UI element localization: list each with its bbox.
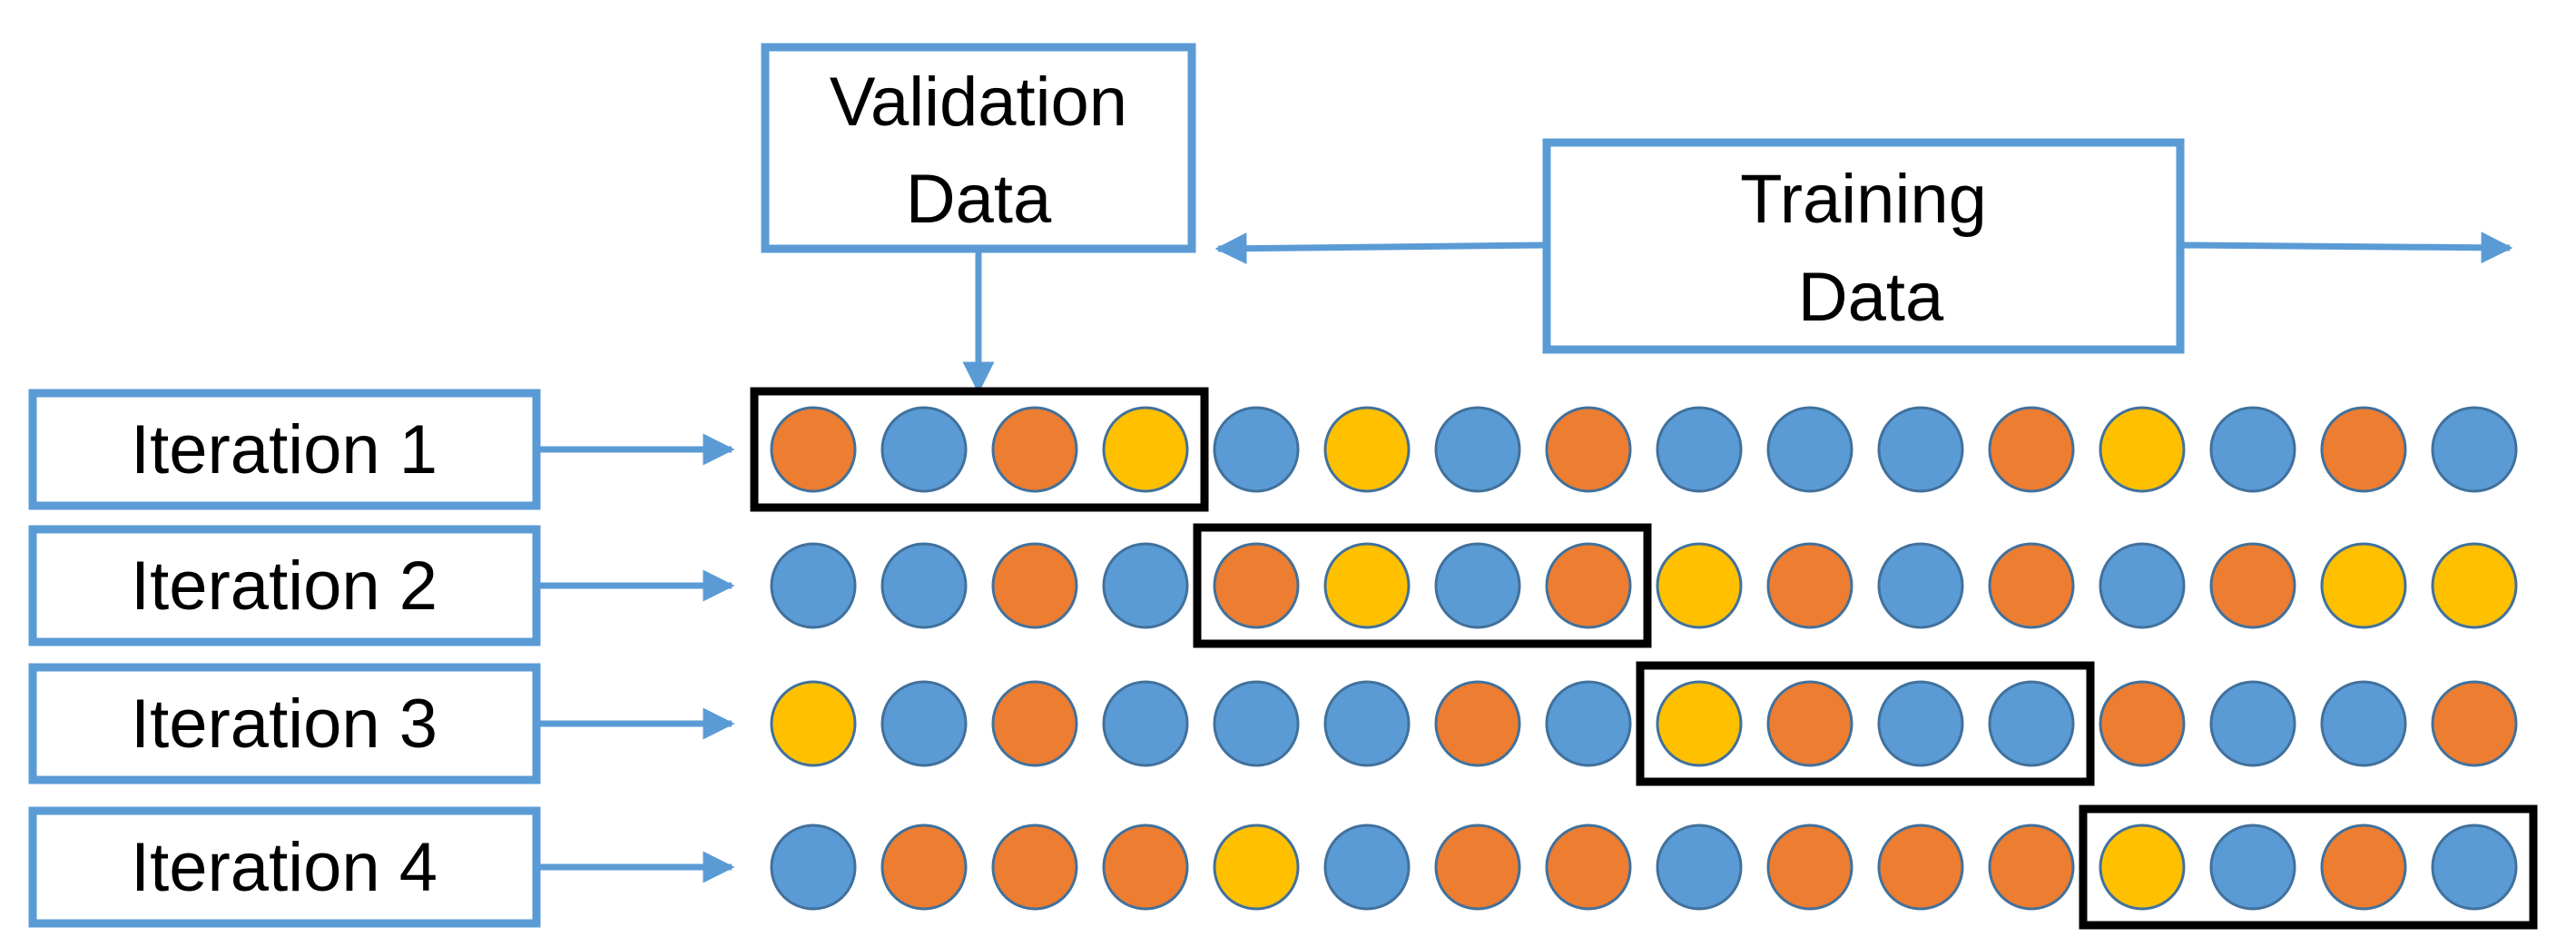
data-point-orange bbox=[770, 406, 857, 493]
data-point-blue bbox=[770, 542, 857, 629]
training-label-line1: Training bbox=[1740, 161, 1987, 238]
iteration-row: Iteration 3 bbox=[28, 661, 2518, 786]
data-point-orange bbox=[991, 406, 1078, 493]
data-point-orange bbox=[1434, 824, 1521, 911]
data-point-orange bbox=[1213, 542, 1300, 629]
data-point-blue bbox=[880, 680, 968, 767]
iteration-label-box bbox=[28, 525, 541, 646]
data-point-blue bbox=[1988, 680, 2075, 767]
data-point-blue bbox=[1102, 680, 1189, 767]
validation-label-line2: Data bbox=[906, 161, 1052, 238]
data-point-blue bbox=[2431, 406, 2518, 493]
iteration-label: Iteration 1 bbox=[131, 411, 438, 488]
validation-fold-highlight bbox=[2079, 804, 2538, 930]
iteration-row: Iteration 2 bbox=[28, 523, 2518, 648]
data-point-blue bbox=[880, 542, 968, 629]
data-point-blue bbox=[1766, 406, 1853, 493]
data-point-orange bbox=[1766, 542, 1853, 629]
data-point-orange bbox=[2320, 824, 2407, 911]
data-point-blue bbox=[1656, 406, 1743, 493]
iteration-row: Iteration 1 bbox=[28, 387, 2518, 512]
data-point-blue bbox=[1434, 542, 1521, 629]
iteration-label-box bbox=[28, 389, 541, 510]
data-point-orange bbox=[2431, 680, 2518, 767]
data-point-orange bbox=[1766, 824, 1853, 911]
data-point-blue bbox=[1323, 680, 1411, 767]
data-point-blue bbox=[2320, 680, 2407, 767]
data-point-blue bbox=[1877, 680, 1964, 767]
data-point-orange bbox=[991, 680, 1078, 767]
iteration-row: Iteration 4 bbox=[28, 804, 2538, 930]
iteration-label: Iteration 2 bbox=[131, 547, 438, 625]
data-point-blue bbox=[2099, 542, 2186, 629]
data-point-blue bbox=[1102, 542, 1189, 629]
validation-fold-highlight bbox=[1193, 523, 1652, 648]
data-point-orange bbox=[880, 824, 968, 911]
data-point-orange bbox=[1545, 542, 1632, 629]
data-point-orange bbox=[1766, 680, 1853, 767]
data-point-blue bbox=[2209, 406, 2296, 493]
training-range-arrow-left bbox=[1214, 232, 1544, 265]
data-point-orange bbox=[2099, 680, 2186, 767]
data-point-orange bbox=[1988, 824, 2075, 911]
data-point-orange bbox=[991, 824, 1078, 911]
iteration-label: Iteration 4 bbox=[131, 829, 438, 906]
data-point-yellow bbox=[1323, 542, 1411, 629]
data-point-yellow bbox=[1213, 824, 1300, 911]
data-point-blue bbox=[1434, 406, 1521, 493]
data-point-blue bbox=[2209, 824, 2296, 911]
data-point-orange bbox=[2320, 406, 2407, 493]
data-point-yellow bbox=[2431, 542, 2518, 629]
data-point-orange bbox=[991, 542, 1078, 629]
training-label-line2: Data bbox=[1798, 259, 1944, 336]
data-point-blue bbox=[1656, 824, 1743, 911]
data-point-orange bbox=[1102, 824, 1189, 911]
data-point-yellow bbox=[1102, 406, 1189, 493]
validation-label-line1: Validation bbox=[830, 64, 1127, 141]
training-range-arrow-right bbox=[2183, 232, 2513, 264]
data-point-blue bbox=[1213, 406, 1300, 493]
data-point-blue bbox=[1877, 406, 1964, 493]
validation-data-box: Validation Data bbox=[761, 43, 1196, 253]
training-data-box: Training Data bbox=[1542, 138, 2185, 354]
iteration-label: Iteration 3 bbox=[131, 686, 438, 763]
data-point-blue bbox=[770, 824, 857, 911]
data-point-orange bbox=[1545, 406, 1632, 493]
data-point-blue bbox=[1323, 824, 1411, 911]
iteration-rows: Iteration 1 Iteration 2 Iteration 3 Iterati… bbox=[28, 387, 2538, 930]
validation-fold-highlight bbox=[1636, 661, 2095, 786]
data-point-blue bbox=[2431, 824, 2518, 911]
data-point-orange bbox=[1988, 406, 2075, 493]
iteration-label-box bbox=[28, 663, 541, 784]
data-point-blue bbox=[2209, 680, 2296, 767]
data-point-orange bbox=[1434, 680, 1521, 767]
validation-fold-highlight bbox=[750, 387, 1209, 512]
data-point-orange bbox=[2209, 542, 2296, 629]
data-point-yellow bbox=[2320, 542, 2407, 629]
data-point-yellow bbox=[1323, 406, 1411, 493]
data-point-yellow bbox=[1656, 680, 1743, 767]
data-point-blue bbox=[1213, 680, 1300, 767]
data-point-blue bbox=[880, 406, 968, 493]
data-point-orange bbox=[1877, 824, 1964, 911]
data-point-orange bbox=[1988, 542, 2075, 629]
data-point-yellow bbox=[770, 680, 857, 767]
data-point-yellow bbox=[1656, 542, 1743, 629]
data-point-yellow bbox=[2099, 406, 2186, 493]
data-point-orange bbox=[1545, 824, 1632, 911]
data-point-yellow bbox=[2099, 824, 2186, 911]
iteration-label-box bbox=[28, 806, 541, 928]
data-point-blue bbox=[1877, 542, 1964, 629]
data-point-blue bbox=[1545, 680, 1632, 767]
